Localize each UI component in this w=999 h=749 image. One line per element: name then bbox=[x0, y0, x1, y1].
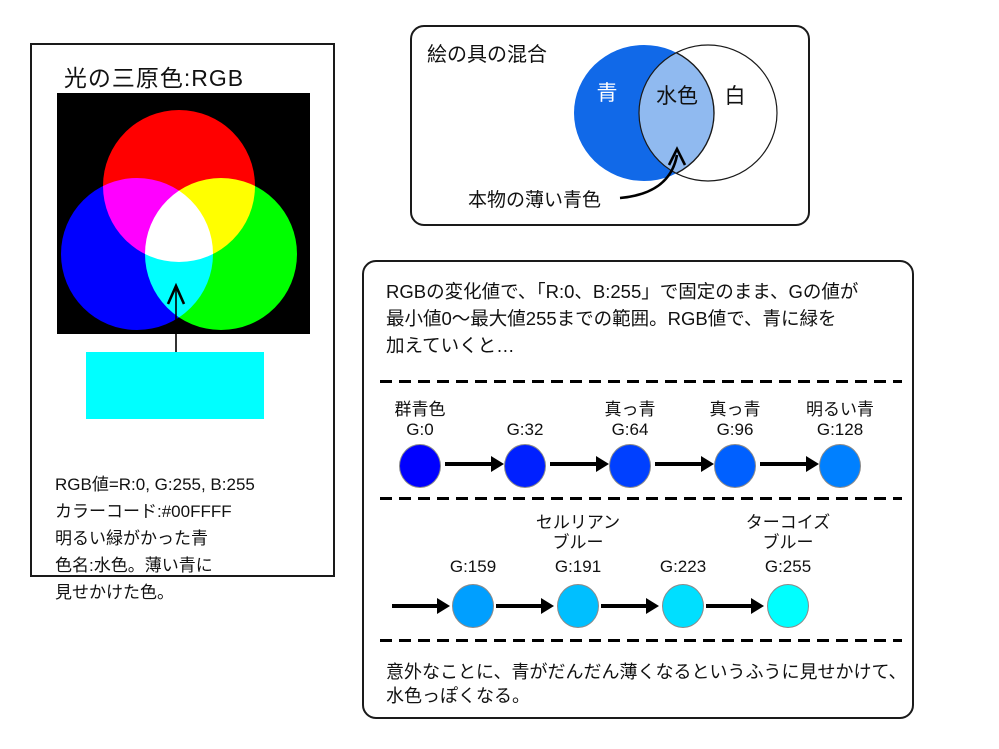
color-name-label: ターコイズ ブルー bbox=[733, 513, 843, 553]
gradient-circle bbox=[767, 584, 809, 628]
arrow-right-icon bbox=[760, 456, 819, 472]
gradient-circle bbox=[609, 444, 651, 488]
paint-overlap-region bbox=[639, 45, 715, 181]
gradient-circle bbox=[714, 444, 756, 488]
g-value-label: G:191 bbox=[554, 557, 602, 576]
dashed-divider bbox=[380, 380, 902, 383]
gradient-circle bbox=[662, 584, 704, 628]
panel-gradient: RGBの変化値で、「R:0、B:255」で固定のまま、Gの値が 最小値0〜最大値… bbox=[362, 260, 914, 719]
g-value-label: G:64 bbox=[611, 420, 649, 439]
paint-annotation: 本物の薄い青色 bbox=[468, 190, 602, 211]
g-value-label: G:223 bbox=[659, 557, 707, 576]
intro-line: 加えていくと… bbox=[386, 335, 515, 356]
g-value-label: G:0 bbox=[406, 420, 434, 439]
g-value-label: G:128 bbox=[816, 420, 864, 439]
g-value-label: G:32 bbox=[506, 420, 544, 439]
g-value-label: G:255 bbox=[764, 557, 812, 576]
paint-white-label: 白 bbox=[725, 85, 746, 108]
g-value-label: G:96 bbox=[716, 420, 754, 439]
panel-rgb-light-title: 光の三原色:RGB bbox=[63, 65, 245, 91]
arrow-right-icon bbox=[601, 598, 659, 614]
color-name-line: ターコイズ bbox=[745, 513, 831, 532]
caption-line: カラーコード:#00FFFF bbox=[55, 502, 232, 521]
dashed-divider bbox=[380, 639, 902, 642]
arrow-right-icon bbox=[392, 598, 450, 614]
color-name-label: セルリアン ブルー bbox=[523, 513, 633, 553]
color-name-label: 真っ青 bbox=[709, 400, 761, 419]
dashed-divider bbox=[380, 497, 902, 500]
gradient-intro: RGBの変化値で、「R:0、B:255」で固定のまま、Gの値が 最小値0〜最大値… bbox=[386, 278, 858, 359]
curved-arrow-icon bbox=[619, 154, 679, 200]
rgb-venn-box bbox=[57, 93, 310, 334]
gradient-circle bbox=[557, 584, 599, 628]
color-name-label: 群青色 bbox=[394, 400, 446, 419]
g-value-label: G:159 bbox=[449, 557, 497, 576]
paint-mix-venn: 青 水色 白 bbox=[574, 44, 778, 200]
color-name-line: ブルー bbox=[552, 533, 604, 552]
paint-white-circle bbox=[638, 44, 778, 182]
arrow-right-icon bbox=[706, 598, 764, 614]
paint-blue-label: 青 bbox=[597, 82, 618, 105]
color-name-label: 真っ青 bbox=[604, 400, 656, 419]
panel-paint-mix-title: 絵の具の混合 bbox=[427, 44, 547, 66]
color-name-label: 明るい青 bbox=[806, 400, 874, 419]
arrow-right-icon bbox=[655, 456, 714, 472]
rgb-caption: RGB値=R:0, G:255, B:255 カラーコード:#00FFFF 明る… bbox=[55, 471, 255, 606]
green-light-circle bbox=[145, 178, 297, 330]
gradient-circle bbox=[819, 444, 861, 488]
arrow-right-icon bbox=[496, 598, 554, 614]
caption-line: 見せかけた色。 bbox=[55, 583, 174, 602]
paint-overlap-label: 水色 bbox=[656, 85, 698, 108]
gradient-circle bbox=[504, 444, 546, 488]
caption-line: RGB値=R:0, G:255, B:255 bbox=[55, 475, 255, 494]
gradient-circle bbox=[399, 444, 441, 488]
intro-line: 最小値0〜最大値255までの範囲。RGB値で、青に緑を bbox=[386, 308, 837, 329]
panel-paint-mix: 青 水色 白 絵の具の混合 本物の薄い青色 bbox=[410, 25, 810, 226]
caption-line: 色名:水色。薄い青に bbox=[55, 556, 213, 575]
gradient-circle bbox=[452, 584, 494, 628]
conclusion-line: 意外なことに、青がだんだん薄くなるというふうに見せかけて、 bbox=[386, 662, 907, 682]
arrow-right-icon bbox=[445, 456, 504, 472]
color-name-line: ブルー bbox=[762, 533, 814, 552]
conclusion-line: 水色っぽくなる。 bbox=[386, 686, 530, 706]
color-name-line: セルリアン bbox=[535, 513, 621, 532]
gradient-conclusion: 意外なことに、青がだんだん薄くなるというふうに見せかけて、 水色っぽくなる。 bbox=[386, 660, 907, 708]
cyan-color-swatch bbox=[86, 352, 264, 419]
arrow-right-icon bbox=[550, 456, 609, 472]
panel-rgb-light: 光の三原色:RGB RGB値=R:0, G:255, B:255 カラーコード:… bbox=[30, 43, 335, 602]
caption-line: 明るい緑がかった青 bbox=[55, 529, 208, 548]
intro-line: RGBの変化値で、「R:0、B:255」で固定のまま、Gの値が bbox=[386, 281, 859, 302]
